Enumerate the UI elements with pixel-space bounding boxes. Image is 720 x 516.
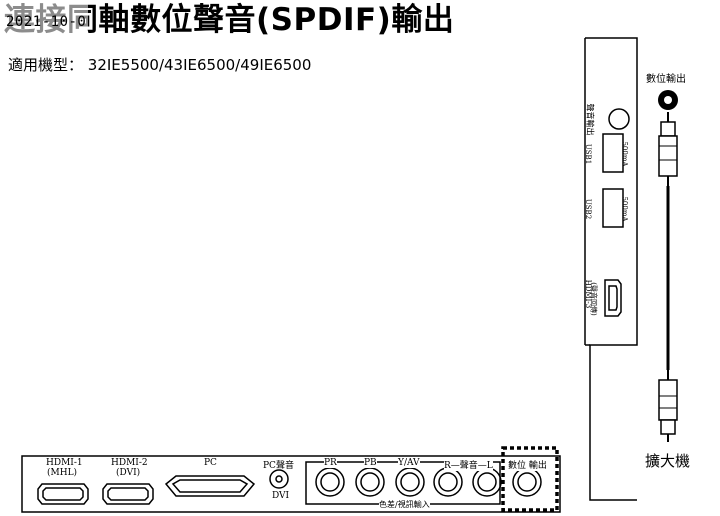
amplifier-label: 擴大機 xyxy=(645,452,691,470)
audio-out-jack xyxy=(608,108,630,130)
models-label: 適用機型： xyxy=(8,56,84,74)
side-panel xyxy=(584,37,638,501)
side-hdmi3-sub: (聲音回傳) xyxy=(589,282,598,316)
digital-out-jack xyxy=(512,467,542,497)
usb2-port xyxy=(602,188,624,228)
audio-l-jack xyxy=(472,467,502,497)
y-av-jack xyxy=(395,467,425,497)
hdmi3-port xyxy=(604,279,622,317)
side-usb1-current: 500mA xyxy=(620,141,629,167)
page-title: 連接同軸數位聲音(SPDIF)輸出 2021-10-0 xyxy=(4,0,454,42)
pr-jack xyxy=(315,467,345,497)
pc-audio-jack xyxy=(269,469,289,489)
audio-label: R—聲音—L xyxy=(444,458,493,471)
hdmi1-port xyxy=(37,483,89,505)
pb-jack xyxy=(355,467,385,497)
pc-label: PC xyxy=(204,458,217,468)
audio-r-jack xyxy=(433,467,463,497)
pc-audio-sub: DVI xyxy=(272,491,290,501)
side-usb1-label: USB1 xyxy=(584,143,593,165)
pb-label: PB xyxy=(364,458,377,468)
pc-vga-port xyxy=(164,475,256,497)
pc-audio-label: PC聲音 xyxy=(263,461,294,471)
timestamp-overlay: 2021-10-0 xyxy=(4,2,89,42)
usb1-port xyxy=(602,133,624,173)
y-av-label: Y/AV xyxy=(398,458,420,468)
spdif-cable xyxy=(658,90,678,442)
models-line: 適用機型： 32IE5500/43IE6500/49IE6500 xyxy=(8,54,311,75)
digital-out-highlight xyxy=(501,446,559,512)
hdmi2-port xyxy=(102,483,154,505)
hdmi1-sub: (MHL) xyxy=(47,468,78,478)
side-usb2-label: USB2 xyxy=(584,198,593,220)
side-audio-out-label: 聲音輸出 xyxy=(585,103,595,136)
hdmi1-label: HDMI-1 xyxy=(46,458,83,468)
component-label: 色差/視訊輸入 xyxy=(379,499,430,510)
cable-top-label: 數位輸出 xyxy=(646,74,686,85)
digital-out-label: 數位 輸出 xyxy=(508,458,547,471)
hdmi2-sub: (DVI) xyxy=(116,468,141,478)
models-list: 32IE5500/43IE6500/49IE6500 xyxy=(87,56,312,74)
side-usb2-current: 500mA xyxy=(620,196,629,222)
pr-label: PR xyxy=(324,458,337,468)
bottom-panel xyxy=(21,455,561,513)
hdmi2-label: HDMI-2 xyxy=(111,458,148,468)
